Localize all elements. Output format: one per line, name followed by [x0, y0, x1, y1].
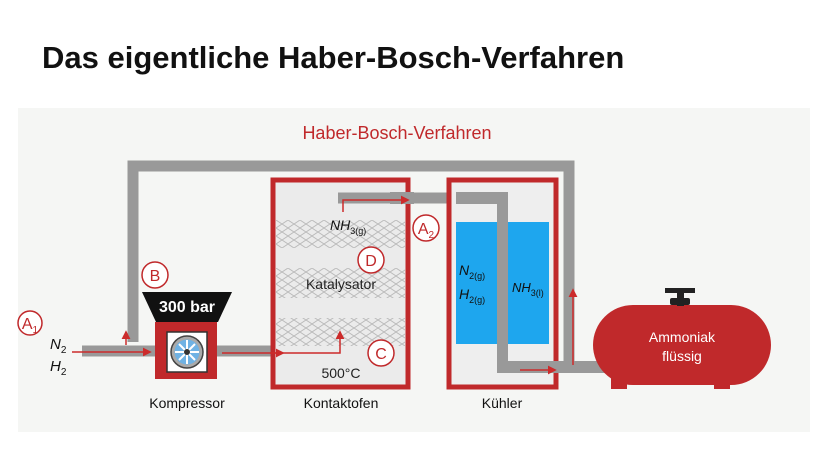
recycle-pipe: [127, 160, 575, 367]
flow-arrows: [72, 195, 578, 375]
svg-text:C: C: [375, 346, 387, 363]
slide-title: Das eigentliche Haber-Bosch-Verfahren: [42, 40, 625, 75]
fan-icon: [170, 335, 204, 369]
tank-label-line2: flüssig: [662, 348, 702, 364]
marker-c: C: [367, 339, 395, 367]
svg-text:A1: A1: [22, 316, 39, 336]
catalyst-label: Katalysator: [306, 276, 376, 292]
furnace-label: Kontaktofen: [304, 395, 379, 411]
marker-a2: A2: [412, 214, 440, 242]
pressure-label: 300 bar: [159, 299, 215, 316]
marker-b: B: [141, 261, 169, 289]
marker-a1: A1: [17, 310, 43, 336]
ammonia-tank: [593, 288, 771, 389]
cooler-label: Kühler: [482, 395, 523, 411]
tank-label-line1: Ammoniak: [649, 329, 716, 345]
compressor-label: Kompressor: [149, 395, 225, 411]
catalyst-layer-top: [276, 220, 405, 248]
marker-d: D: [357, 246, 385, 274]
temperature-label: 500°C: [321, 365, 360, 381]
catalyst-layer-middle: [276, 268, 405, 298]
svg-text:B: B: [150, 268, 161, 285]
svg-text:A2: A2: [418, 221, 435, 241]
valve-icon: [665, 288, 695, 306]
diagram-title: Haber-Bosch-Verfahren: [302, 123, 491, 143]
pressure-hopper: [142, 292, 232, 322]
compressor: [142, 292, 232, 379]
cooler: [446, 177, 608, 390]
svg-text:D: D: [365, 253, 377, 270]
